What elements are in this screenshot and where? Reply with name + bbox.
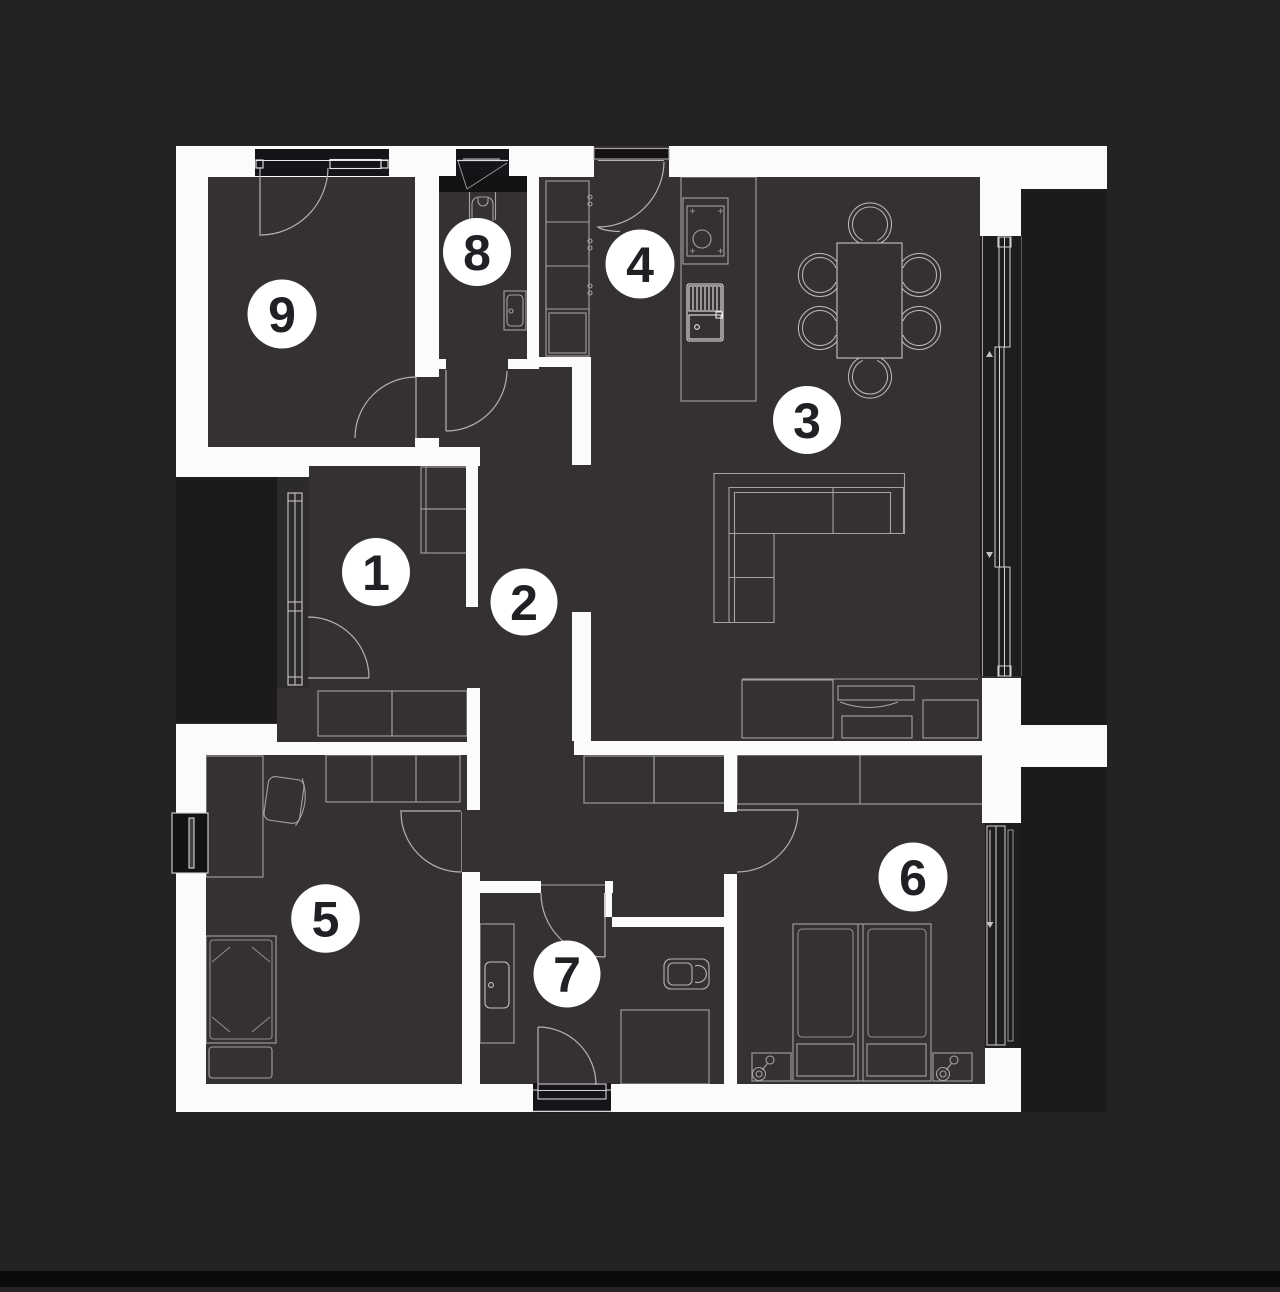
svg-text:7: 7 <box>553 947 581 1003</box>
svg-text:3: 3 <box>793 393 821 449</box>
svg-text:9: 9 <box>268 287 296 343</box>
svg-text:1: 1 <box>362 545 390 601</box>
svg-text:6: 6 <box>899 850 927 906</box>
svg-text:4: 4 <box>626 237 654 293</box>
svg-text:8: 8 <box>463 225 491 281</box>
svg-text:5: 5 <box>312 892 340 948</box>
svg-text:2: 2 <box>510 575 538 631</box>
